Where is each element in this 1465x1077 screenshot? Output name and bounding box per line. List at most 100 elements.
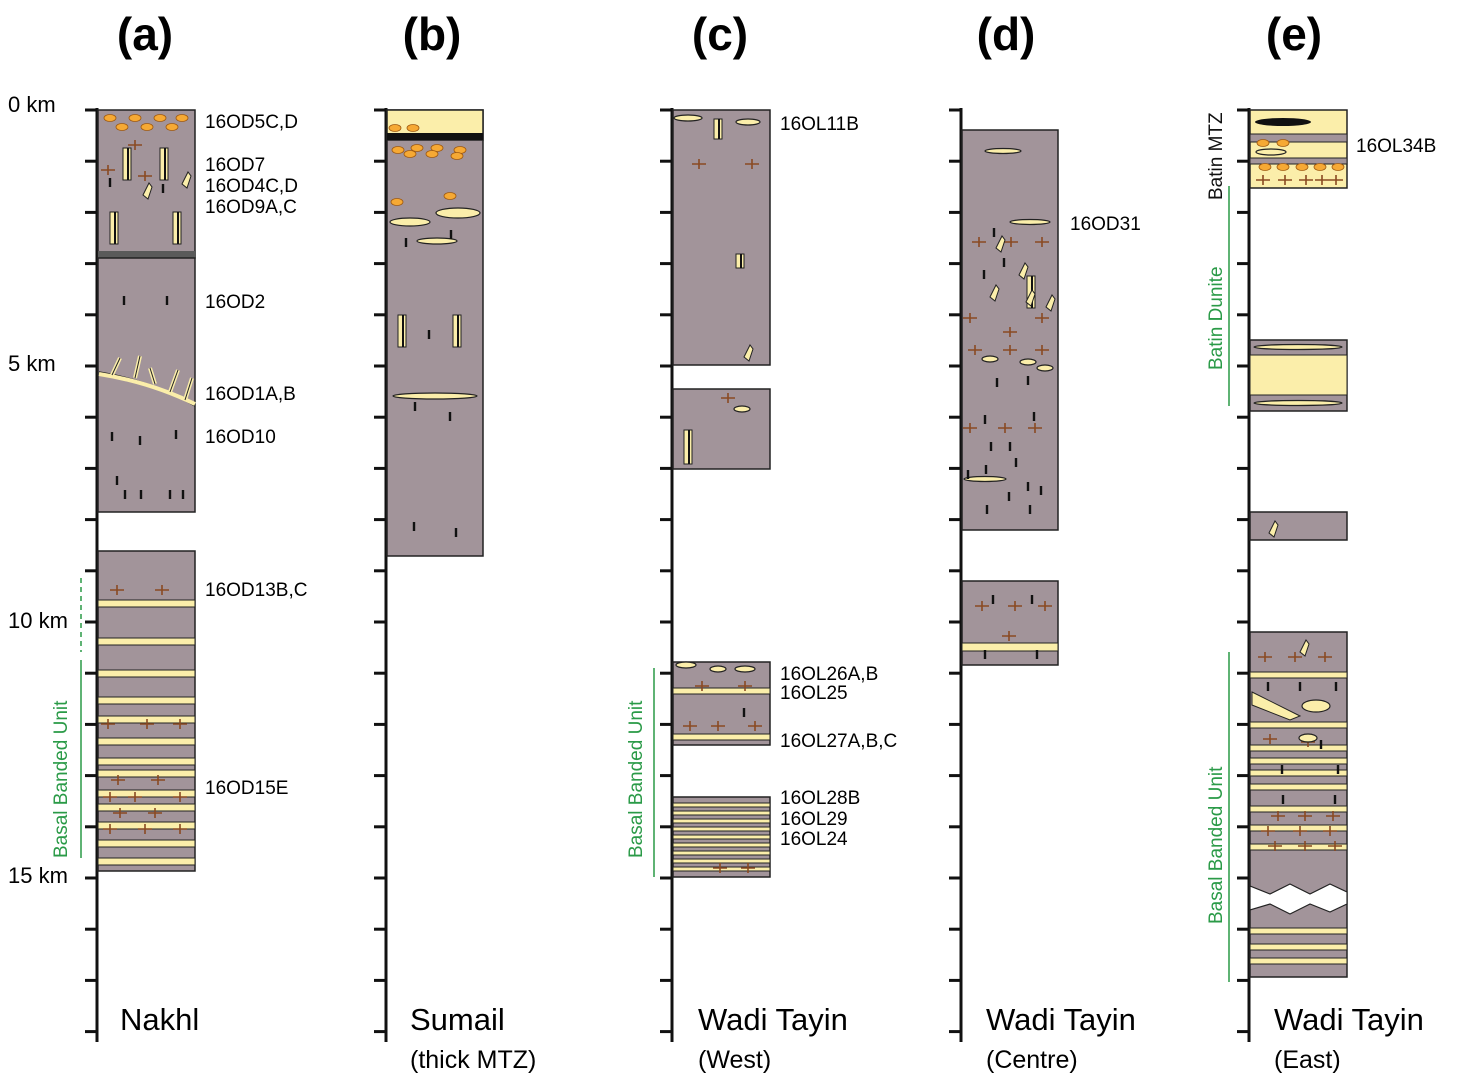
layer-band <box>97 839 196 848</box>
chromite-pod <box>103 114 117 122</box>
basal-banded-unit-label-e: Basal Banded Unit <box>1206 766 1227 924</box>
chromite-pod <box>1295 163 1309 171</box>
chromite-pod <box>1276 163 1290 171</box>
layer-band <box>672 818 771 824</box>
location-label-a: Nakhl <box>120 1002 199 1037</box>
sample-label: 16OL11B <box>780 114 859 135</box>
plagioclase-cross <box>713 863 727 873</box>
layer-band <box>1249 943 1348 951</box>
plagioclase-cross <box>683 721 697 731</box>
chromite-pod <box>1276 139 1290 147</box>
plagioclase-cross <box>1293 826 1307 836</box>
dunite-layer <box>1249 354 1348 396</box>
sill-lens <box>1301 699 1331 713</box>
depth-label-5km: 5 km <box>8 351 56 376</box>
dyke-outline <box>111 355 193 401</box>
chromite-pod <box>391 146 405 154</box>
sample-label: 16OL34B <box>1356 136 1436 157</box>
chromite-pod <box>1331 163 1345 171</box>
vein-sliver <box>1025 289 1036 307</box>
plagioclase-cross <box>975 601 989 611</box>
layer-bands <box>672 687 771 872</box>
layer-band <box>97 857 196 866</box>
plagioclase-cross <box>1003 327 1017 337</box>
plagioclase-cross <box>1256 175 1270 185</box>
chromite-pod <box>443 192 457 200</box>
layer-band <box>1249 957 1348 965</box>
sample-label: 16OL24 <box>780 829 848 850</box>
layer-band <box>97 757 196 766</box>
layer-band <box>1249 824 1348 832</box>
gabbro-block <box>672 109 771 366</box>
plagioclase-cross <box>1298 811 1312 821</box>
layer-band <box>1249 671 1348 679</box>
plagioclase-cross <box>103 792 117 802</box>
gabbro-block <box>1249 631 1348 978</box>
plagioclase-cross <box>738 681 752 691</box>
sublocation-label-c: (West) <box>698 1046 771 1074</box>
sill-lens <box>735 118 761 126</box>
chromite-pod <box>140 123 154 131</box>
column-d: 16OD31 Wadi Tayin (Centre) <box>961 129 1141 1074</box>
plagioclase-cross <box>1258 652 1272 662</box>
sill-lens <box>1253 343 1343 351</box>
layer-band <box>1249 757 1348 765</box>
sill-lens <box>392 392 478 400</box>
depth-label-15km: 15 km <box>8 863 68 888</box>
plagioclase-cross <box>963 313 977 323</box>
sill-lens <box>1009 218 1051 226</box>
sill-lens <box>675 661 697 669</box>
plagioclase-cross <box>1271 811 1285 821</box>
chromite-pod <box>388 124 402 132</box>
batin-dunite-label: Batin Dunite <box>1206 266 1227 370</box>
chromite-pod <box>403 150 417 158</box>
chromite-pod <box>425 150 439 158</box>
sill-lens <box>984 147 1022 155</box>
sample-label: 16OD2 <box>205 292 265 313</box>
plagioclase-cross <box>1004 237 1018 247</box>
gabbro-block <box>1249 511 1348 541</box>
sample-label: 16OD5C,D <box>205 112 298 133</box>
depth-label-10km: 10 km <box>8 608 68 633</box>
plagioclase-cross <box>148 808 162 818</box>
plagioclase-cross <box>1326 811 1340 821</box>
layer-band <box>97 769 196 778</box>
location-label-b: Sumail <box>410 1002 505 1037</box>
layer-band <box>672 850 771 856</box>
sample-label: 16OD10 <box>205 427 276 448</box>
symbols <box>673 114 762 873</box>
sill-lens <box>1255 148 1287 156</box>
sill-lens <box>1253 399 1343 407</box>
chromite-pod <box>390 198 404 206</box>
plagioclase-cross <box>1035 345 1049 355</box>
layer-band <box>1249 927 1348 935</box>
vein-sliver <box>1299 639 1310 657</box>
sill-lens <box>709 665 727 673</box>
layer-band <box>1249 783 1348 791</box>
column-c: 16OL11B 16OL26A,B 16OL25 16OL27A,B,C 16O… <box>626 109 897 1074</box>
sample-label: 16OD4C,D <box>205 176 298 197</box>
plagioclase-cross <box>138 171 152 181</box>
plagioclase-cross <box>1328 841 1342 851</box>
vein-sliver <box>1251 691 1302 721</box>
gabbro-band <box>1249 133 1348 143</box>
plagioclase-cross <box>1278 175 1292 185</box>
layer-band <box>672 802 771 808</box>
plagioclase-cross <box>173 719 187 729</box>
layer-band <box>97 696 196 705</box>
layer-band <box>1249 744 1348 752</box>
plagioclase-cross <box>103 824 117 834</box>
panel-letter-d: (d) <box>977 8 1036 60</box>
gabbro-block <box>961 580 1059 666</box>
chromite-pod <box>406 124 420 132</box>
plagioclase-cross <box>101 719 115 729</box>
layer-band <box>1249 843 1348 851</box>
basal-banded-unit-label-a: Basal Banded Unit <box>51 700 72 858</box>
layer-bands <box>1249 671 1348 965</box>
panel-letter-c: (c) <box>692 8 748 60</box>
chromite-pod <box>115 123 129 131</box>
layer-band <box>672 858 771 864</box>
chromite-pod <box>128 114 142 122</box>
chromite-pod <box>410 144 424 152</box>
